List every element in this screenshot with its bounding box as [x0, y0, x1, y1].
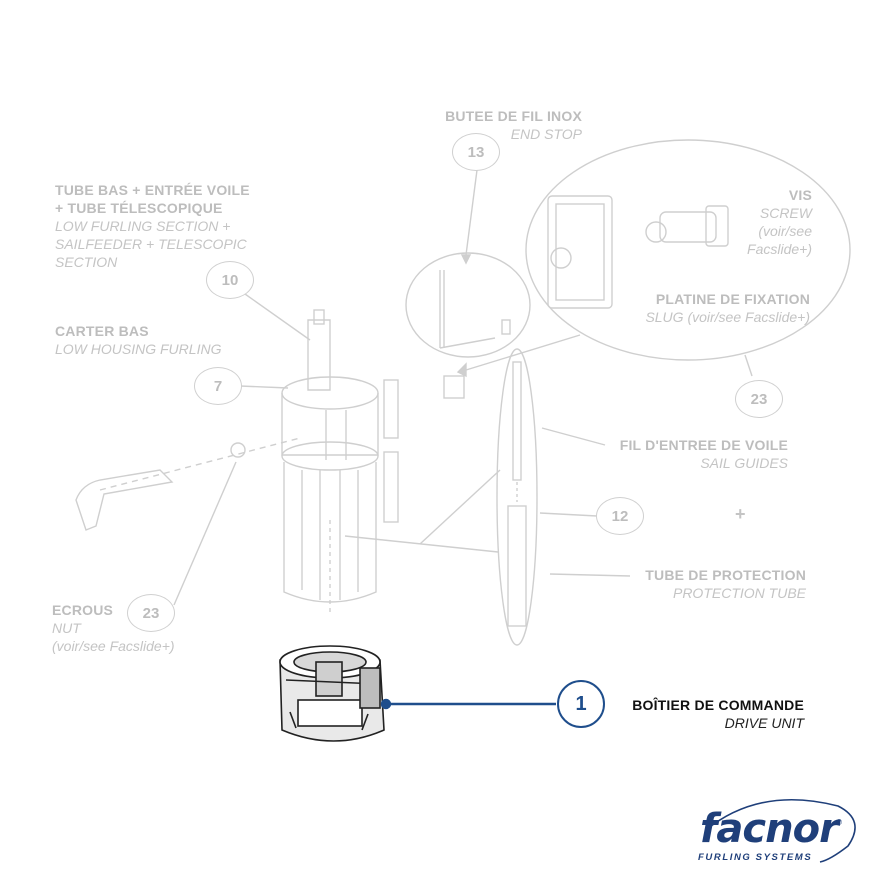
label-sail-guides: FIL D'ENTREE DE VOILE SAIL GUIDES: [619, 437, 788, 471]
callout-23-slug: 23: [735, 380, 783, 418]
label-end-stop: BUTEE DE FIL INOX END STOP: [445, 108, 582, 142]
side-plate-2: [383, 451, 399, 523]
leader-23-top: [744, 354, 753, 377]
callout-10: 10: [206, 261, 254, 299]
callout-1-drive-unit: 1: [557, 680, 605, 728]
housing-body: [281, 393, 379, 456]
leader-protection: [549, 573, 631, 577]
label-nut: ECROUS NUT (voir/see Facslide+): [52, 602, 175, 654]
logo-tagline: FURLING SYSTEMS: [698, 852, 813, 863]
axis-dashed: [99, 437, 301, 491]
leader-guides-cross2: [344, 535, 499, 553]
crank: [75, 469, 174, 531]
callout-12: 12: [596, 497, 644, 535]
label-housing: CARTER BAS LOW HOUSING FURLING: [55, 323, 222, 357]
label-slug: PLATINE DE FIXATION SLUG (voir/see Facsl…: [645, 291, 810, 325]
logo-wordmark: facnor: [700, 806, 839, 852]
label-low-furling: TUBE BAS + ENTRÉE VOILE + TUBE TÉLESCOPI…: [55, 182, 250, 270]
screw: [659, 211, 717, 243]
side-plate-1: [383, 379, 399, 439]
drive-unit-drawing: [279, 645, 385, 742]
detail-ellipse-slug: [525, 139, 851, 361]
detail-ellipse-endstop: [405, 252, 531, 358]
plus-sign: +: [735, 504, 746, 524]
arrowhead-13: [460, 254, 472, 265]
furling-tube: [307, 319, 331, 391]
leader-13: [465, 169, 478, 256]
facnor-logo: facnor ® FURLING SYSTEMS: [696, 798, 862, 868]
arrowhead-slug: [456, 362, 467, 378]
slug-plate: [547, 195, 613, 309]
leader-23-nut: [173, 461, 237, 606]
logo-registered-mark: ®: [836, 818, 842, 827]
label-screw: VIS SCREW (voir/see Facslide+): [747, 187, 812, 257]
detail-ellipse-guides: [496, 348, 538, 646]
callout-23-nut: 23: [127, 594, 175, 632]
leader-sail-guides: [541, 427, 606, 446]
callout-13: 13: [452, 133, 500, 171]
callout-7: 7: [194, 367, 242, 405]
leader-7: [239, 385, 289, 389]
nut: [230, 442, 246, 458]
leader-slug: [465, 334, 581, 371]
leader-12: [539, 512, 598, 517]
label-drive-unit: BOÎTIER DE COMMANDE DRIVE UNIT: [632, 697, 804, 731]
leader-10: [244, 293, 311, 341]
slug-small: [443, 375, 465, 399]
protection-tube: [507, 505, 527, 627]
leader-guides-cross: [419, 469, 501, 545]
sail-guide-top: [512, 361, 522, 481]
logo-swoosh: [705, 798, 856, 863]
label-protection-tube: TUBE DE PROTECTION PROTECTION TUBE: [645, 567, 806, 601]
